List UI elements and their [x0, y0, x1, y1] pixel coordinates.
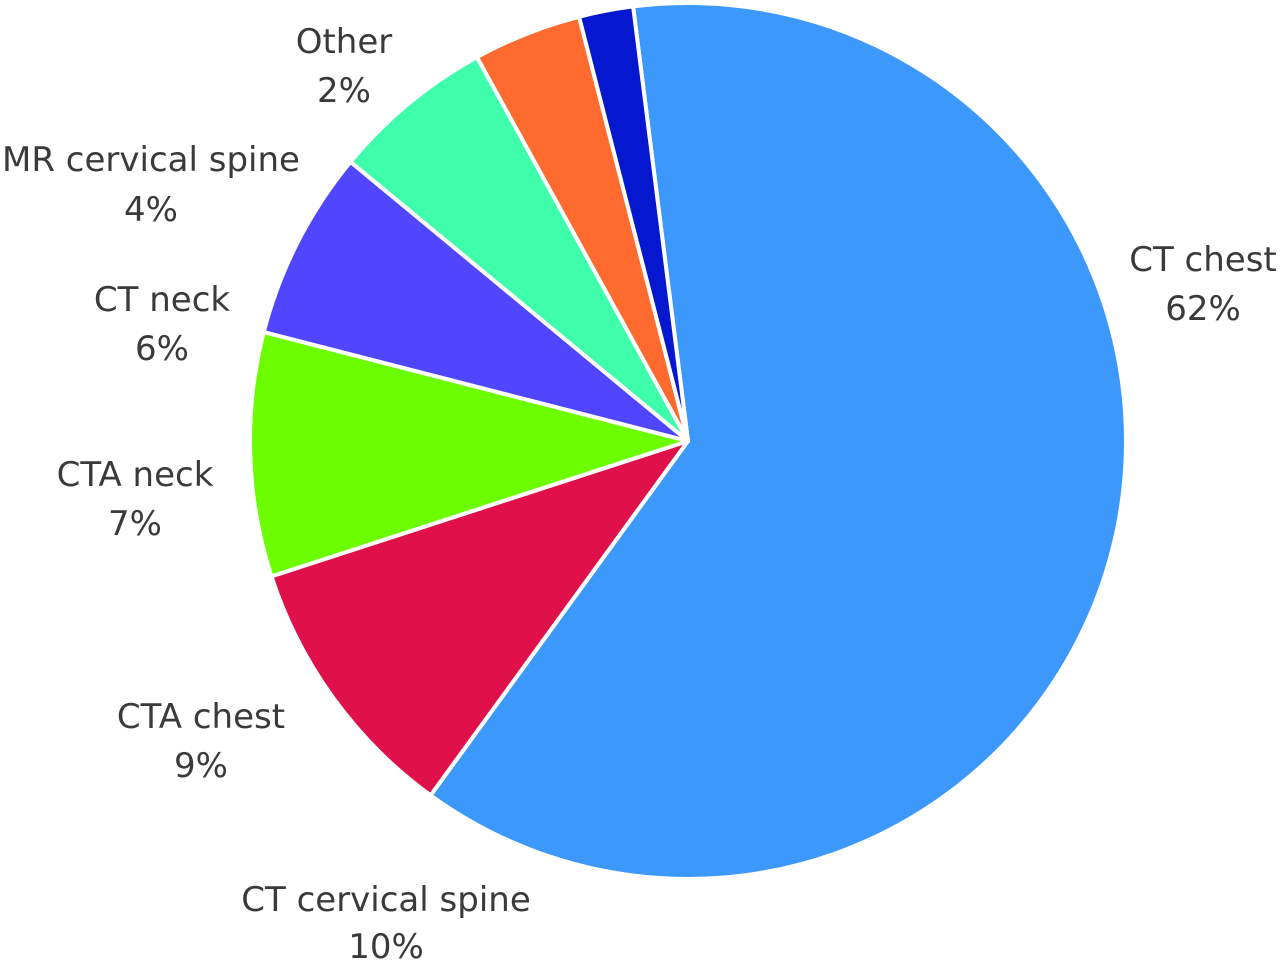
pie-slices	[248, 1, 1128, 881]
slice-label-ct-neck: CT neck	[94, 280, 230, 320]
slice-value-ct-neck: 6%	[135, 329, 189, 369]
slice-value-ct-chest: 62%	[1165, 289, 1241, 329]
pie-slice-cta-neck	[261, 159, 690, 443]
slice-label-ct-cervical-spine: CT cervical spine	[241, 880, 530, 920]
slice-value-cta-neck: 7%	[108, 504, 162, 544]
pie-slice-ct-chest	[428, 1, 1128, 881]
slice-value-ct-cervical-spine: 10%	[348, 927, 424, 965]
pie-slice-other	[577, 4, 690, 443]
slice-label-cta-neck: CTA neck	[57, 455, 214, 495]
slice-value-other: 2%	[317, 71, 371, 111]
pie-slice-cta-chest	[248, 330, 690, 579]
slice-label-ct-chest: CT chest	[1129, 240, 1277, 280]
pie-slice-ct-neck	[348, 55, 690, 443]
pie-slice-ct-cervical-spine	[269, 439, 690, 798]
slice-value-cta-chest: 9%	[174, 746, 228, 786]
slice-label-other: Other	[296, 22, 393, 62]
slice-value-mr-cervical-spine: 4%	[124, 190, 178, 230]
pie-labels: CT chest 62% CT cervical spine 10% CTA c…	[2, 22, 1277, 965]
slice-label-mr-cervical-spine: MR cervical spine	[2, 140, 300, 180]
slice-label-cta-chest: CTA chest	[117, 697, 285, 737]
